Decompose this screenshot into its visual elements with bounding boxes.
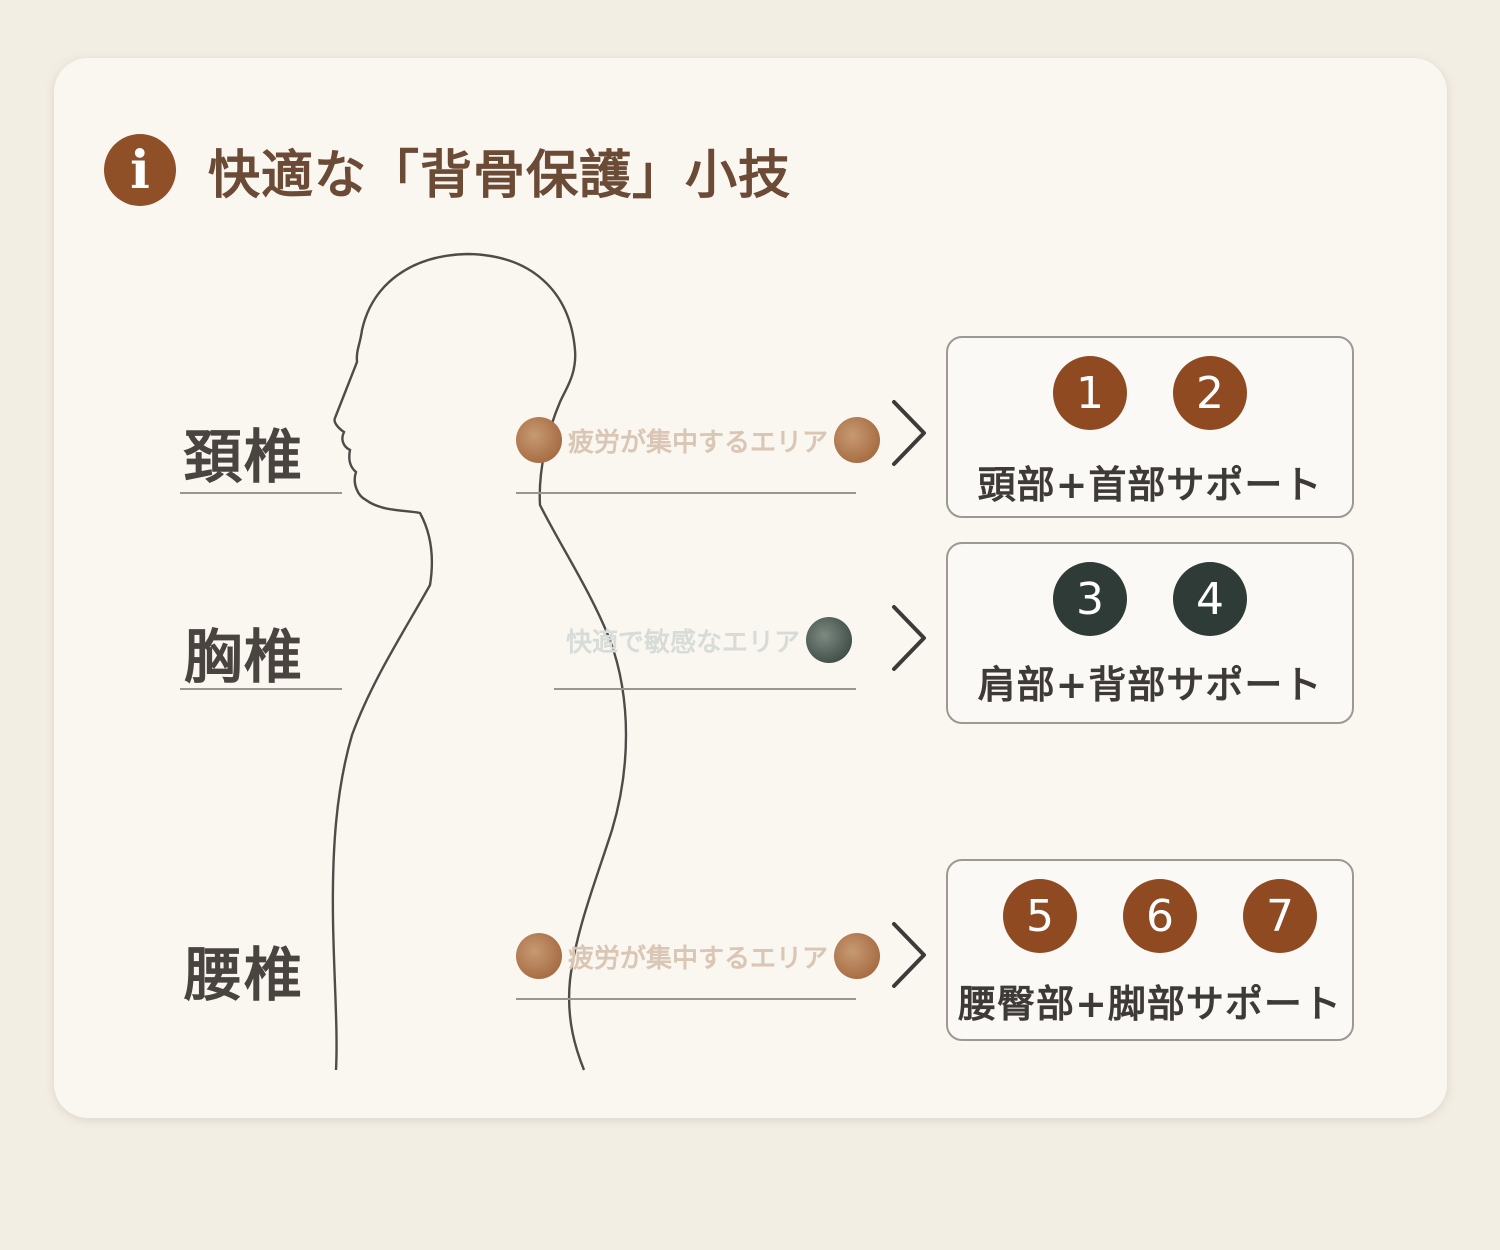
support-label: 腰臀部+脚部サポート [958,982,1342,1026]
rule-thoracic-right [554,688,856,690]
spine-label-thoracic: 胸椎 [184,623,305,691]
zone-thoracic: 快適で敏感なエリア [560,614,853,666]
number-badge: 7 [1243,879,1317,953]
zone-cervical: 疲労が集中するエリア [516,414,881,466]
spine-label-lumbar: 腰椎 [184,941,305,1009]
zone-text: 疲労が集中するエリア [568,943,829,974]
rule-thoracic-left [180,688,342,690]
number-badge: 3 [1053,562,1127,636]
comfort-dot-icon [806,617,853,663]
fatigue-dot-icon [834,417,881,463]
number-badge: 1 [1053,356,1127,430]
info-icon: i [104,134,176,206]
rule-lumbar-right [516,998,856,1000]
fatigue-dot-icon [516,933,562,979]
number-badge: 5 [1003,879,1077,953]
number-badge: 4 [1173,562,1247,636]
support-box-head-neck: 1 2 頭部+首部サポート [946,336,1354,518]
support-box-hip-leg: 5 6 7 腰臀部+脚部サポート [946,859,1354,1041]
support-box-shoulder-back: 3 4 肩部+背部サポート [946,542,1354,724]
rule-cervical-right [516,492,856,494]
zone-text: 快適で敏感なエリア [566,627,801,658]
badge-row: 3 4 [948,562,1352,636]
page-title: 快適な「背骨保護」小技 [208,145,792,206]
number-badge: 6 [1123,879,1197,953]
support-label: 頭部+首部サポート [977,463,1323,507]
number-badge: 2 [1173,356,1247,430]
badge-row: 1 2 [948,356,1352,430]
header: i 快適な「背骨保護」小技 [104,130,791,210]
rule-cervical-left [180,492,342,494]
support-label: 肩部+背部サポート [977,663,1323,707]
spine-label-cervical: 頚椎 [184,423,305,491]
fatigue-dot-icon [834,933,881,979]
badge-row: 5 6 7 [948,879,1352,953]
chevron-right-icon [892,400,926,466]
zone-text: 疲労が集中するエリア [568,427,829,458]
info-icon-glyph: i [130,139,150,201]
fatigue-dot-icon [516,417,562,463]
chevron-right-icon [892,922,926,988]
chevron-right-icon [892,605,926,671]
zone-lumbar: 疲労が集中するエリア [516,930,881,982]
